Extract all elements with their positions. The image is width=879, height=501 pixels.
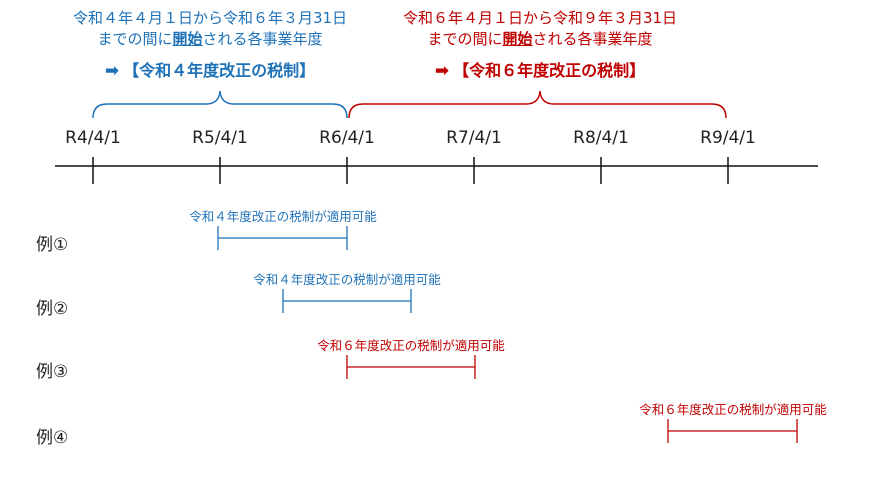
tick-label: R7/4/1: [446, 128, 502, 148]
period-r4-header: 令和４年４月１日から令和６年３月31日 までの間に開始される各事業年度 ➡【令和…: [60, 8, 360, 82]
period-r6-desc: までの間に開始される各事業年度: [427, 30, 653, 48]
period-r4-range: 令和４年４月１日から令和６年３月31日: [72, 9, 348, 27]
example-3-label: 例③: [36, 362, 69, 382]
period-r6-range: 令和６年４月１日から令和９年３月31日: [402, 9, 678, 27]
example-4-caption: 令和６年度改正の税制が適用可能: [639, 402, 827, 417]
example-3-span: [346, 355, 476, 379]
period-r4-brace: [92, 90, 348, 119]
period-r6-title: ➡【令和６年度改正の税制】: [434, 61, 646, 81]
arrow-right-icon: ➡: [434, 61, 450, 81]
example-2-span: [282, 289, 412, 313]
example-2-caption: 令和４年度改正の税制が適用可能: [253, 272, 441, 287]
tick-label: R9/4/1: [700, 128, 756, 148]
tick-label: R5/4/1: [192, 128, 248, 148]
tick-label: R6/4/1: [319, 128, 375, 148]
period-r4-desc: までの間に開始される各事業年度: [97, 30, 323, 48]
period-r4-title: ➡【令和４年度改正の税制】: [104, 61, 316, 81]
example-4-span: [667, 419, 798, 443]
example-1-label: 例①: [36, 235, 69, 255]
example-1-span: [217, 226, 348, 250]
tick-label: R4/4/1: [65, 128, 121, 148]
period-r6-brace: [348, 90, 727, 119]
example-2-label: 例②: [36, 299, 69, 319]
tick-label: R8/4/1: [573, 128, 629, 148]
arrow-right-icon: ➡: [104, 61, 120, 81]
period-r6-header: 令和６年４月１日から令和９年３月31日 までの間に開始される各事業年度 ➡【令和…: [390, 8, 690, 82]
example-3-caption: 令和６年度改正の税制が適用可能: [317, 338, 505, 353]
example-1-caption: 令和４年度改正の税制が適用可能: [189, 209, 377, 224]
example-4-label: 例④: [36, 428, 69, 448]
